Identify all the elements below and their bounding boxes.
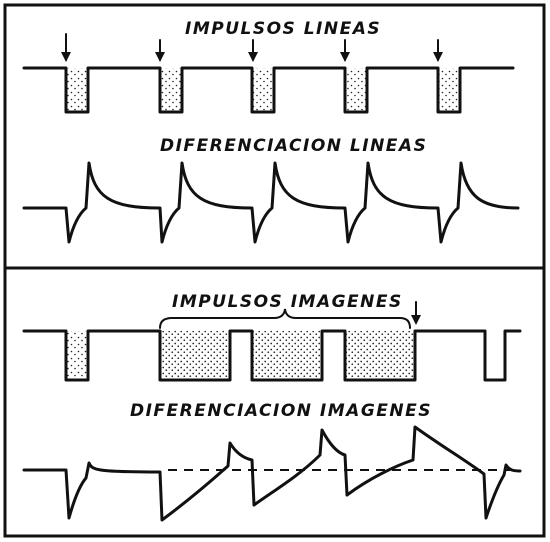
arrow-down-icon (248, 39, 258, 62)
sync-arrow-markers (61, 33, 443, 62)
bottom-impulses-title: IMPULSOS IMAGENES (172, 292, 403, 312)
frame-impulse-waveform (22, 329, 522, 382)
top-impulses-title: IMPULSOS LINEAS (185, 19, 381, 39)
line-differentiated-waveform (22, 161, 520, 244)
arrow-down-icon (433, 39, 443, 62)
top-differentiation-title: DIFERENCIACION LINEAS (160, 136, 427, 156)
arrow-down-icon (155, 39, 165, 62)
bottom-pulse-fills (66, 331, 415, 380)
arrow-down-icon (411, 301, 421, 325)
line-impulse-waveform (22, 66, 515, 114)
arrow-down-icon (340, 39, 350, 62)
top-pulse-fills (66, 68, 460, 112)
frame-differentiated-waveform (22, 425, 522, 522)
frame-pulse-brace (159, 308, 411, 329)
arrow-down-icon (61, 33, 71, 62)
outer-frame (3, 3, 546, 538)
bottom-differentiation-title: DIFERENCIACION IMAGENES (130, 401, 432, 421)
